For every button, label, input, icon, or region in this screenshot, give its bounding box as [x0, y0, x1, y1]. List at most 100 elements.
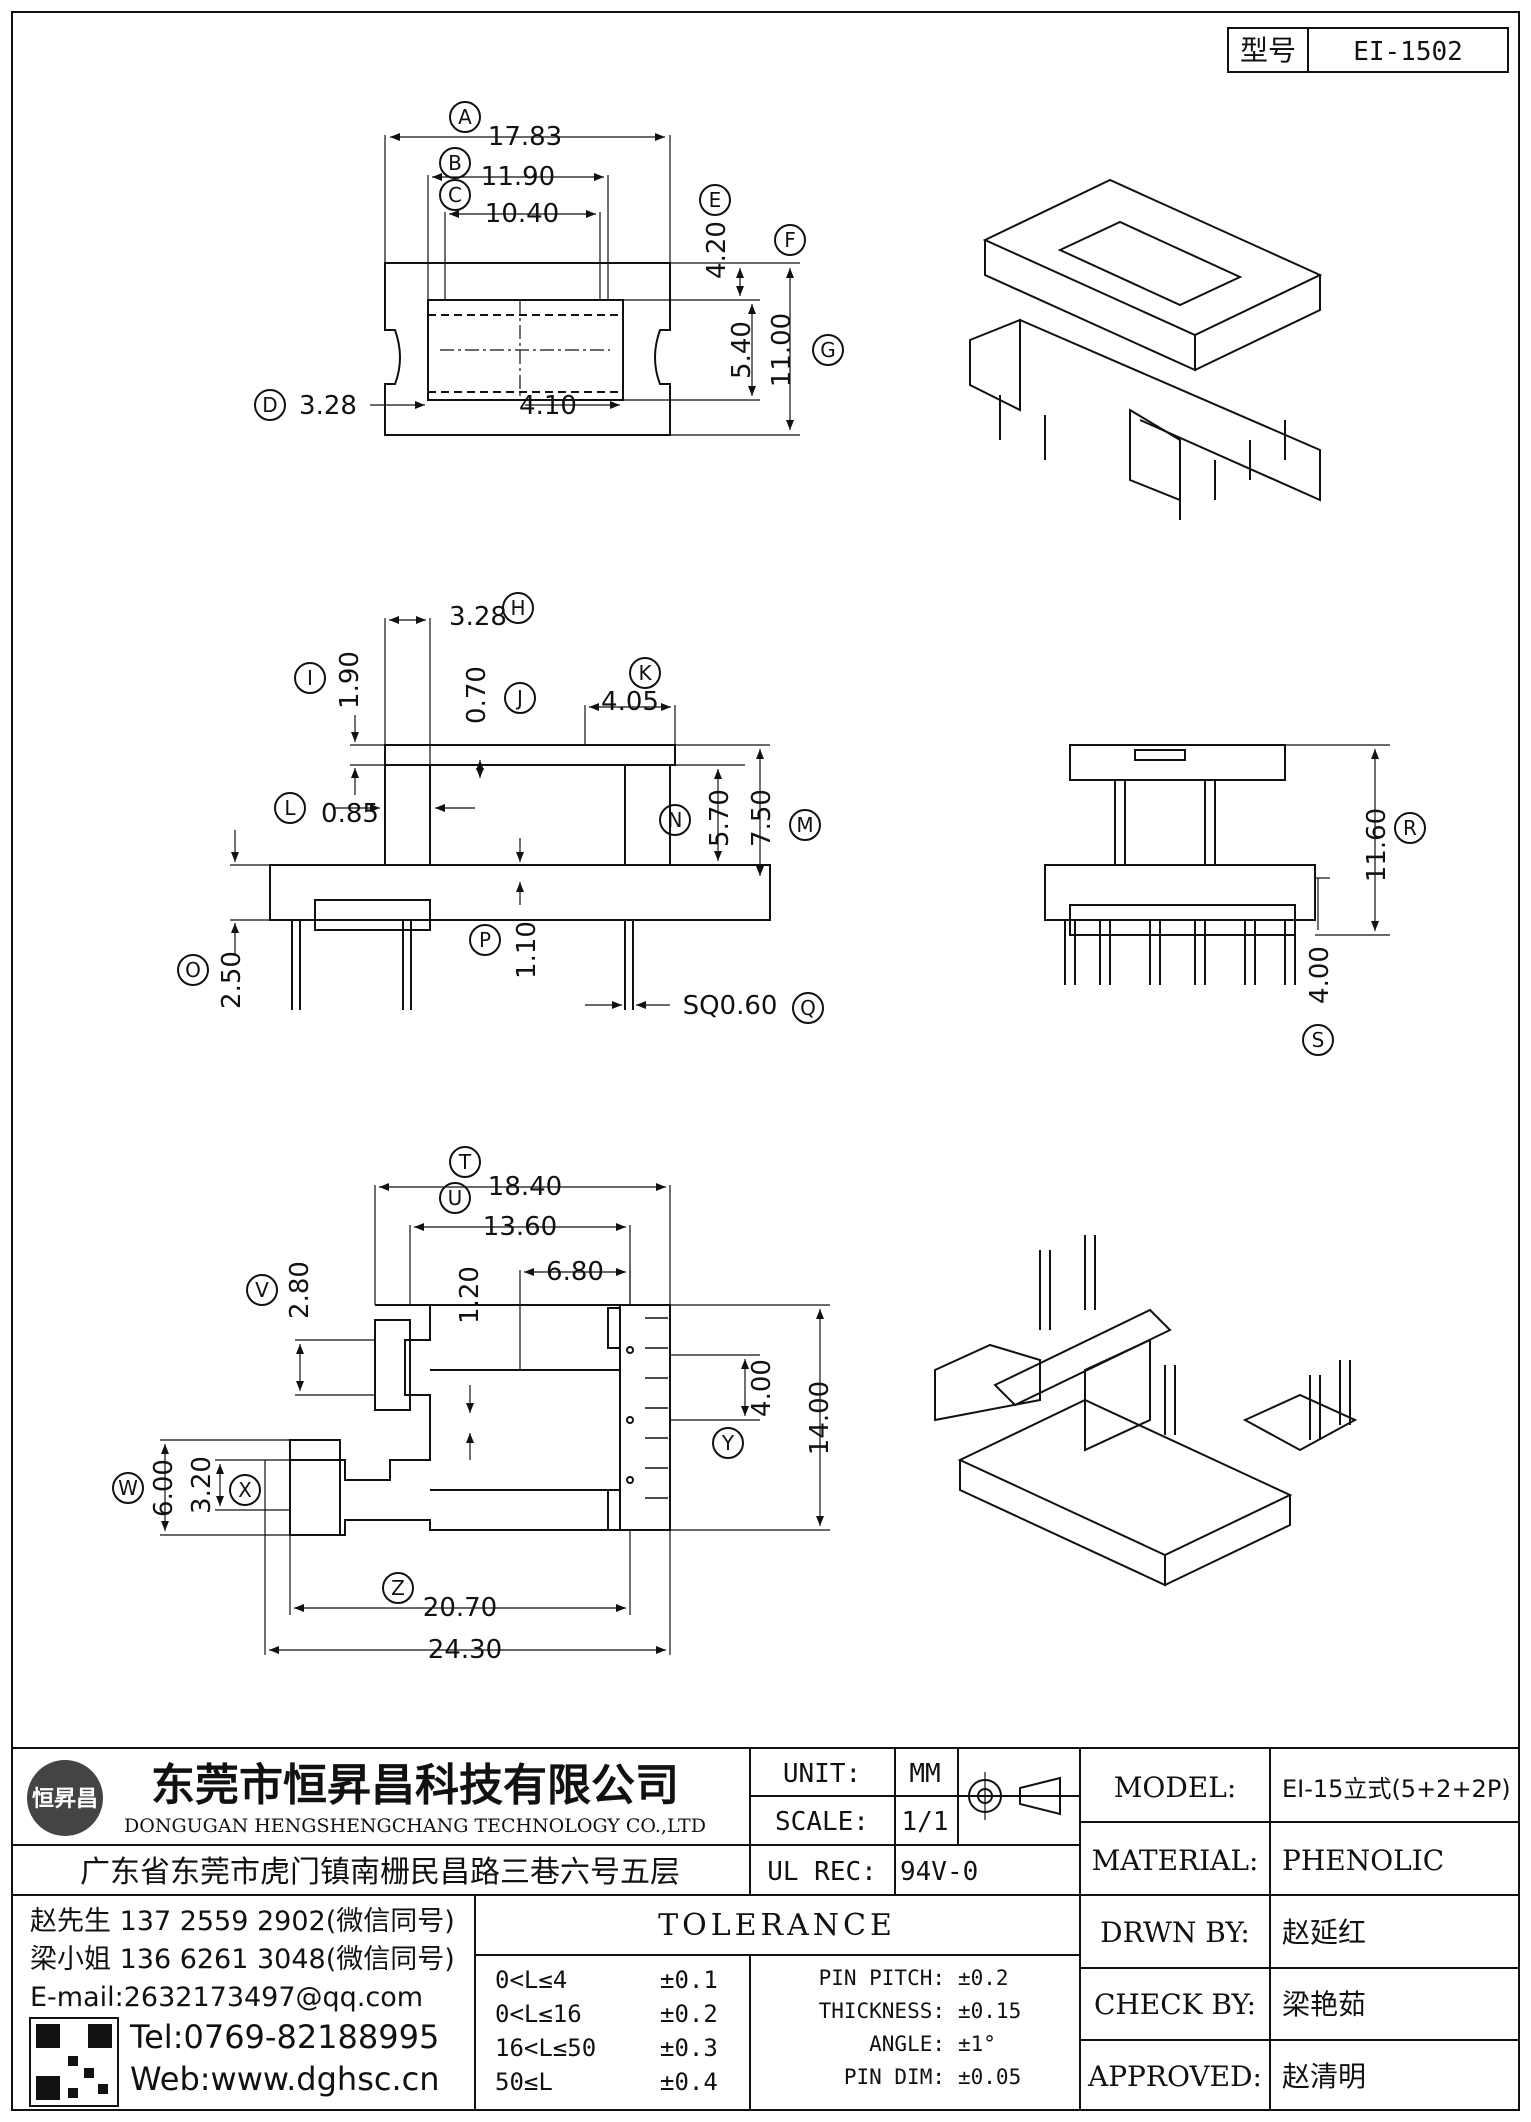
circle-marker-d [254, 389, 286, 421]
contact-2: 梁小姐 136 6261 3048(微信同号) [30, 1944, 455, 1975]
end-view [1044, 744, 1390, 985]
circle-marker-e [699, 184, 731, 216]
circle-letter-g: G [820, 338, 836, 362]
scale-value: 1/1 [902, 1807, 949, 1837]
top-view-labels: 17.83 11.90 10.40 3.28 4.10 4.20 5.40 11… [299, 122, 797, 421]
circle-letter-v: V [255, 1278, 269, 1302]
circle-letter-c: C [448, 183, 462, 207]
tol-value-3: ±0.3 [660, 2034, 718, 2062]
pin-pitch-label: PIN PITCH: [819, 1966, 945, 1990]
model-value: EI-15立式(5+2+2P) [1282, 1775, 1511, 1803]
tol-range-4: 50≤L [495, 2068, 553, 2096]
circle-letter-u: U [448, 1186, 463, 1210]
dim-n-value: 5.70 [705, 789, 735, 847]
pin-dim-label: PIN DIM: [844, 2065, 945, 2089]
dim-j-value: 0.70 [462, 666, 492, 724]
circle-letter-e: E [709, 188, 722, 212]
circle-marker-s [1302, 1024, 1334, 1056]
dim-s-value: 4.00 [1305, 946, 1335, 1004]
material-label: MATERIAL: [1092, 1844, 1259, 1877]
dim-v-value: 2.80 [285, 1261, 315, 1319]
side-view [230, 616, 771, 1010]
dim-i-value: 1.90 [335, 651, 365, 709]
circle-marker-t [449, 1146, 481, 1178]
angle-label: ANGLE: [869, 2032, 945, 2056]
circle-marker-k [629, 657, 661, 689]
qr-code [29, 2017, 119, 2107]
end-view-labels: 11.60 4.00 [1305, 808, 1392, 1004]
circle-letter-r: R [1403, 816, 1417, 840]
circle-letter-a: A [458, 105, 472, 129]
circle-letter-m: M [796, 813, 813, 837]
company-name-cn: 东莞市恒昇昌科技有限公司 [151, 1760, 679, 1811]
circle-marker-g [812, 334, 844, 366]
circle-letter-q: Q [800, 996, 816, 1020]
circle-marker-w [112, 1472, 144, 1504]
bottom-view-labels: 18.40 13.60 6.80 2.80 1.20 4.00 14.00 6.… [149, 1172, 835, 1665]
circle-letter-b: B [448, 151, 462, 175]
dim-r-value: 11.60 [1362, 808, 1392, 882]
logo-text: 恒昇昌 [32, 1786, 98, 1812]
dim-e-value: 4.20 [702, 221, 732, 279]
unit-value: MM [909, 1759, 940, 1789]
circle-marker-u [439, 1182, 471, 1214]
circle-marker-r [1394, 812, 1426, 844]
website: Web:www.dghsc.cn [130, 2060, 440, 2098]
tolerance-title: TOLERANCE [658, 1908, 896, 1943]
dim-u-value: 13.60 [483, 1212, 557, 1242]
circle-marker-n [659, 804, 691, 836]
dim-d-value: 3.28 [299, 391, 357, 421]
thickness-label: THICKNESS: [819, 1999, 945, 2023]
tol-range-2: 0<L≤16 [495, 2000, 582, 2028]
approved-value: 赵清明 [1282, 2060, 1366, 2093]
dim-t-value: 18.40 [488, 1172, 562, 1202]
dim-410-value: 4.10 [519, 391, 577, 421]
pin-pitch-value: ±0.2 [958, 1966, 1009, 1990]
model-box-label: 型号 [1240, 34, 1296, 67]
scale-label: SCALE: [775, 1807, 869, 1837]
circle-marker-v [246, 1274, 278, 1306]
circle-letter-d: D [262, 393, 277, 417]
top-view [370, 133, 800, 436]
circle-marker-p [469, 924, 501, 956]
circle-marker-x [229, 1474, 261, 1506]
angle-value: ±1° [958, 2032, 996, 2056]
isometric-bottom [934, 1235, 1358, 1587]
drwn-value: 赵延红 [1282, 1916, 1366, 1949]
model-box: 型号 EI-1502 [1227, 27, 1509, 73]
check-label: CHECK BY: [1094, 1988, 1256, 2021]
dim-x-value: 3.20 [187, 1456, 217, 1514]
circle-marker-f [774, 224, 806, 256]
circle-marker-b [439, 147, 471, 179]
circle-marker-z [382, 1572, 414, 1604]
dim-y-value: 4.00 [747, 1359, 777, 1417]
tol-value-1: ±0.1 [660, 1966, 718, 1994]
outer-frame [11, 11, 1520, 2111]
circle-letter-s: S [1312, 1028, 1325, 1052]
circle-letter-f: F [784, 228, 796, 252]
dim-w-value: 6.00 [149, 1459, 179, 1517]
circle-letter-w: W [118, 1476, 138, 1500]
model-label: MODEL: [1114, 1771, 1237, 1804]
company-logo: 恒昇昌 [27, 1760, 103, 1836]
circle-letter-t: T [458, 1150, 472, 1174]
circle-letter-x: X [238, 1478, 252, 1502]
ulrec-value: 94V-0 [900, 1857, 978, 1887]
tol-value-4: ±0.4 [660, 2068, 718, 2096]
circle-letter-n: N [668, 808, 683, 832]
bottom-view [160, 1183, 830, 1655]
dim-h-value: 3.28 [449, 602, 507, 632]
unit-label: UNIT: [783, 1759, 861, 1789]
dim-z-value: 20.70 [423, 1593, 497, 1623]
dim-p-value: 1.10 [512, 921, 542, 979]
dim-q-value: SQ0.60 [683, 991, 778, 1021]
dim-o-value: 2.50 [217, 951, 247, 1009]
circle-letter-i: I [307, 666, 313, 690]
circle-letter-p: P [479, 928, 491, 952]
dim-k-value: 4.05 [601, 687, 659, 717]
dim-a-value: 17.83 [488, 122, 562, 152]
circle-marker-m [789, 809, 821, 841]
dim-b-value: 11.90 [481, 162, 555, 192]
material-value: PHENOLIC [1282, 1844, 1444, 1877]
